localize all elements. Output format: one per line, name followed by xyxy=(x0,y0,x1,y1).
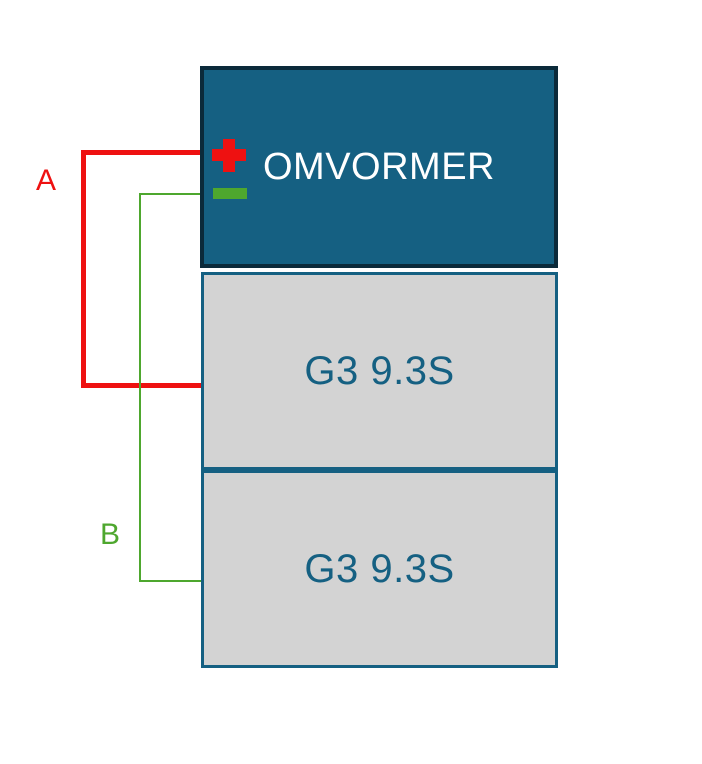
minus-terminal-icon xyxy=(213,188,247,199)
battery-box-2: G3 9.3S xyxy=(201,470,558,668)
wire-a-bottom-segment xyxy=(81,383,203,388)
wire-a-vertical-segment xyxy=(81,150,86,388)
wire-b-top-segment xyxy=(139,193,215,195)
wire-b-vertical-segment xyxy=(139,193,141,582)
plus-icon-vertical-bar xyxy=(223,139,235,172)
wire-b-bottom-segment xyxy=(139,580,203,582)
battery-2-label: G3 9.3S xyxy=(304,546,455,591)
wire-a-top-segment xyxy=(81,150,215,155)
inverter-label: OMVORMER xyxy=(263,145,495,188)
wire-a-label: A xyxy=(36,164,57,197)
wire-b-label: B xyxy=(100,518,121,551)
battery-1-label: G3 9.3S xyxy=(304,348,455,393)
inverter-box: OMVORMER xyxy=(200,66,558,268)
battery-box-1: G3 9.3S xyxy=(201,272,558,470)
